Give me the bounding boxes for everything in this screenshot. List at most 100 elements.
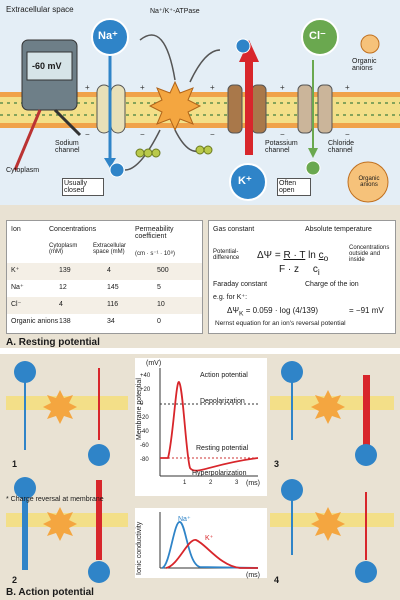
usually-closed-label: Usually closed [62,178,104,196]
table-cell-extra: 116 [107,301,119,308]
time-label-2: (ms) [246,572,260,579]
atp-beads [135,145,213,158]
schematic-2 [6,477,128,583]
k-efflux-arrow [245,60,253,155]
cond-ylabel: Ionic conductivity [136,521,143,575]
example-formula: ΔΨK = 0.059 · log (4/139) [227,306,318,318]
abs-temp-label: Absolute temperature [305,226,372,233]
svg-text:−: − [210,130,215,139]
ap-y-tick: -60 [140,443,149,449]
organic-anions-inside-label: Organic anions [358,176,380,188]
table-sub-perm: (cm · s⁻¹ · 10⁸) [135,251,176,257]
ap-y-tick: 0 [140,401,144,407]
schematic-3 [270,361,394,466]
ap-title: Action potential [200,372,248,379]
faraday-label: Faraday constant [213,281,268,288]
cytoplasm-label: Cytoplasm [6,167,40,174]
table-cell-extra: 34 [107,318,115,325]
panel-b-title: B. Action potential [6,587,94,598]
schematic-4 [270,479,394,583]
ap-y-tick: -80 [140,457,149,463]
potassium-channel-label: Potassium channel [265,140,298,154]
na-conductance [161,521,259,569]
table-cell-perm: 0 [157,318,161,325]
table-row: Cl⁻ 4 116 10 [7,297,202,314]
hyper-label: Hyperpolarization [192,470,247,477]
table-row: K⁺ 139 4 500 [7,263,202,280]
ap-unit: (mV) [146,360,162,367]
k-conductance [165,539,258,569]
cl-ion-small-in [305,160,321,176]
ap-y-tick: -40 [140,429,149,435]
svg-text:−: − [280,130,285,139]
pump-arrow-in [139,34,176,81]
svg-text:−: − [140,130,145,139]
organic-anions-outside-label: Organic anions [352,58,377,72]
extracellular-label: Extracellular space [6,5,74,14]
table-sub-cyto: Cytoplasm (mM) [49,243,78,255]
rest-label: Resting potential [196,445,249,452]
table-cell-extra: 145 [107,284,119,291]
ap-plot-area [135,358,267,496]
na-label: Na⁺ [98,30,118,42]
table-cell-extra: 4 [107,267,111,274]
table-header-perm: Permeability coefficient [135,226,174,240]
svg-text:+: + [280,83,285,92]
example-label: e.g. for K⁺: [213,294,248,301]
ap-x-tick: 1 [183,480,187,486]
ap-y-tick: -20 [140,415,149,421]
table-sub-extra: Extracellular space (mM) [93,243,127,255]
phase-label: 3 [274,459,280,469]
potassium-channel [227,84,267,134]
na-ion-outside [91,18,129,56]
na-cond-label: Na⁺ [178,516,191,523]
table-cell-cyto: 139 [59,267,71,274]
table-cell-cyto: 4 [59,301,63,308]
table-cell-ion: Cl⁻ [11,301,22,308]
charge-label: Charge of the ion [305,281,359,288]
svg-text:+: + [210,83,215,92]
often-open-label: Often open [277,178,311,196]
nernst-box: Gas constant Absolute temperature Potent… [208,220,396,334]
schematic-1 [6,361,128,466]
ap-x-tick: 3 [235,480,239,486]
sodium-channel-label: Sodium channel [55,140,80,154]
table-cell-ion: Na⁺ [11,284,24,291]
phase-label: 4 [274,575,280,585]
depol-label: Depolarization [200,398,245,405]
ap-x-tick: 2 [209,480,213,486]
k-ion-inside [229,163,267,201]
sodium-channel [96,84,126,134]
phase-label: 2 [12,575,18,585]
time-label: (ms) [246,480,260,487]
cl-label: Cl⁻ [309,30,326,42]
nernst-caption: Nernst equation for an ion's reversal po… [215,320,346,327]
organic-anion-inside [347,161,389,203]
pump-label: Na⁺/K⁺-ATPase [150,8,200,15]
gas-constant-label: Gas constant [213,226,255,233]
na-ion-small-in [109,162,125,178]
svg-text:+: + [85,83,90,92]
k-cond-label: K⁺ [205,535,214,542]
table-cell-perm: 500 [157,267,169,274]
table-cell-cyto: 12 [59,284,67,291]
table-header-ion: Ion [11,226,21,233]
conc-label: Concentrations outside and inside [349,245,390,263]
table-cell-ion: Organic anions [11,318,59,325]
pot-diff-label: Potential-difference [213,249,240,261]
svg-text:+: + [140,83,145,92]
k-ion-small-out [235,38,251,54]
nernst-formula: ΔΨ = R · T ln co [257,250,329,263]
table-cell-cyto: 138 [59,318,71,325]
k-label: K⁺ [238,175,252,187]
table-cell-perm: 10 [157,301,165,308]
ap-trace [160,381,259,472]
svg-text:+: + [345,83,350,92]
table-cell-ion: K⁺ [11,267,20,274]
chloride-channel-label: Chloride channel [328,140,355,154]
svg-text:−: − [85,130,90,139]
